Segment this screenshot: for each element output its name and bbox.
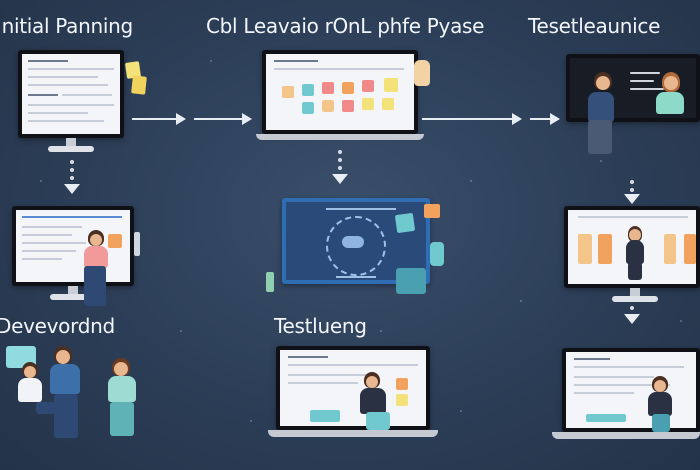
heading-collaborative-phase: Cbl Leavaio rOnL phfe Pyase [206,14,485,38]
hand-pointer-icon [414,60,430,86]
heading-testing: Testlueng [274,314,367,338]
arrow-collab-in [194,113,252,125]
heading-initial-planning: Initial Panning [0,14,133,38]
heading-development: Devevordnd [0,314,115,338]
heading-final-release: Tesetleaunice [528,14,661,38]
phone-icon [134,232,140,256]
arrow-collab-to-release [422,113,522,125]
arrow-release-in [530,113,560,125]
arrow-planning-to-collab [132,113,186,125]
